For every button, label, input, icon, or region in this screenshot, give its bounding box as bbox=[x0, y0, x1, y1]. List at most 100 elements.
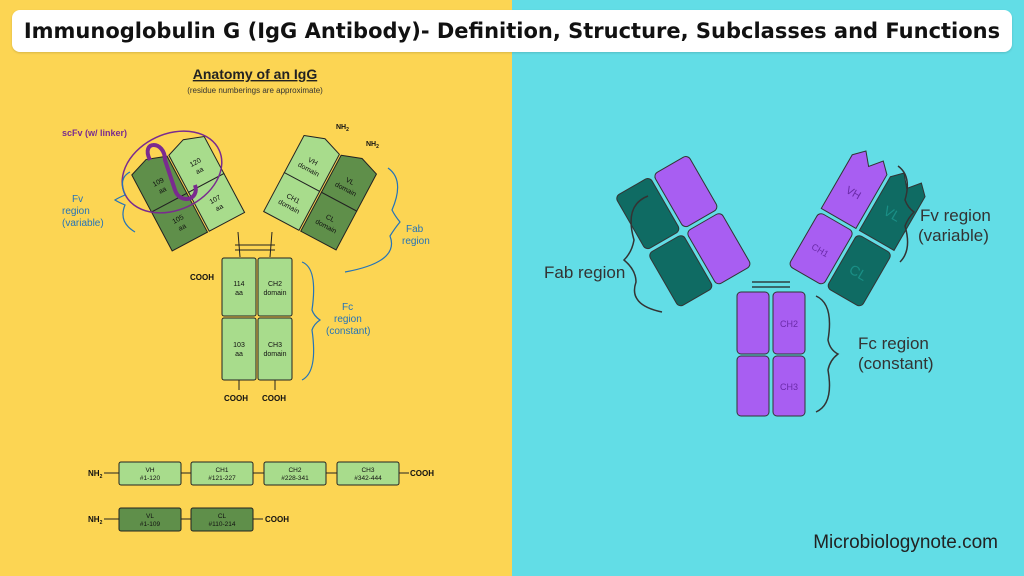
domain-cl-left bbox=[150, 192, 209, 252]
rd-ch2-left bbox=[736, 291, 770, 355]
heavy-nh2: NH2 bbox=[88, 469, 103, 480]
fc-brace bbox=[301, 261, 322, 381]
svg-text:VL#1-109: VL#1-109 bbox=[140, 513, 161, 528]
svg-text:CL#110-214: CL#110-214 bbox=[209, 513, 236, 528]
fc-label-1: Fc bbox=[342, 302, 353, 313]
rd-vl-label: VL bbox=[881, 202, 904, 225]
light-cl-name: CL bbox=[218, 513, 227, 520]
rd-right-vl bbox=[858, 172, 926, 252]
hinge-right bbox=[269, 231, 273, 258]
right-panel bbox=[512, 0, 1024, 576]
domain-ch2-right bbox=[257, 257, 293, 317]
cl-right-1: CL bbox=[324, 214, 335, 224]
right-diagram-left-arm bbox=[616, 156, 751, 307]
domain-cl-right bbox=[300, 191, 358, 251]
ch3-right-2: domain bbox=[264, 351, 287, 358]
fab-brace bbox=[344, 167, 401, 273]
svg-text:CH3#342-444: CH3#342-444 bbox=[354, 467, 382, 482]
fv-label-2: region bbox=[62, 206, 90, 217]
cooh-bottom-right: COOH bbox=[262, 394, 286, 403]
svg-text:Fv region(variable): Fv region(variable) bbox=[918, 206, 991, 245]
rd-ch3-label: CH3 bbox=[780, 382, 798, 392]
rd-left-cl bbox=[649, 235, 713, 307]
nh2-top-2: NH2 bbox=[366, 141, 379, 150]
fab-label-1: Fab bbox=[406, 224, 424, 235]
ch2-left-unit: aa bbox=[235, 290, 243, 297]
light-cl-range: #110-214 bbox=[209, 521, 236, 528]
ch2-right-2: domain bbox=[264, 290, 287, 297]
domain-vl-right bbox=[320, 154, 378, 212]
site-footer: Microbiologynote.com bbox=[813, 532, 998, 553]
rd-fv-label-1: Fv region bbox=[920, 206, 991, 225]
fv-brace bbox=[113, 171, 136, 233]
fv-label-3: (variable) bbox=[62, 218, 104, 229]
ch2-right-1: CH2 bbox=[268, 281, 282, 288]
rd-left-ch1 bbox=[687, 213, 751, 285]
page-title: Immunoglobulin G (IgG Antibody)- Definit… bbox=[23, 19, 1001, 43]
svg-text:105aa: 105aa bbox=[172, 214, 190, 234]
vl-left-unit: aa bbox=[158, 186, 168, 196]
svg-text:120aa: 120aa bbox=[189, 157, 207, 177]
svg-text:CH2#228-341: CH2#228-341 bbox=[281, 467, 309, 482]
vh-left-num: 120 bbox=[189, 157, 203, 169]
domain-ch3-right bbox=[257, 317, 293, 381]
rd-cl-label: CL bbox=[846, 261, 870, 284]
rd-fv-label-2: (variable) bbox=[918, 226, 989, 245]
domain-ch1-right bbox=[262, 171, 321, 231]
light-cooh: COOH bbox=[265, 515, 289, 524]
left-diagram-title: Anatomy of an IgG bbox=[193, 66, 318, 82]
domain-ch1-left bbox=[187, 172, 246, 232]
ch3-left-num: 103 bbox=[233, 342, 245, 349]
rd-right-cl bbox=[827, 235, 891, 307]
vh-left-unit: aa bbox=[195, 166, 205, 176]
light-nh2: NH2 bbox=[88, 515, 103, 526]
fv-label-1: Fv bbox=[72, 194, 83, 205]
ch1-left-num: 107 bbox=[209, 194, 223, 206]
cooh-bottom-left: COOH bbox=[224, 394, 248, 403]
heavy-ch2-range: #228-341 bbox=[281, 475, 309, 482]
svg-text:VH#1-120: VH#1-120 bbox=[140, 467, 161, 482]
rd-ch3-left bbox=[736, 355, 770, 417]
domain-ch2-left bbox=[221, 257, 257, 317]
rd-ch3-right bbox=[772, 355, 806, 417]
heavy-ch2-name: CH2 bbox=[288, 467, 301, 474]
vl-right-1: VL bbox=[344, 177, 355, 187]
rd-fc-label-1: Fc region bbox=[858, 334, 929, 353]
heavy-ch3-name: CH3 bbox=[361, 467, 374, 474]
fc-label-2: region bbox=[334, 314, 362, 325]
heavy-ch3-range: #342-444 bbox=[354, 475, 382, 482]
svg-text:Fc region(constant): Fc region(constant) bbox=[858, 334, 934, 373]
heavy-vh-name: VH bbox=[145, 467, 154, 474]
fc-label-3: (constant) bbox=[326, 326, 370, 337]
rd-fv-brace bbox=[897, 165, 916, 263]
svg-text:109aa: 109aa bbox=[152, 177, 170, 197]
rd-fab-brace bbox=[622, 195, 663, 313]
light-vl-name: VL bbox=[146, 513, 154, 520]
title-bar: Immunoglobulin G (IgG Antibody)- Definit… bbox=[12, 10, 1012, 52]
light-vl-range: #1-109 bbox=[140, 521, 161, 528]
ch2-left-num: 114 bbox=[233, 281, 244, 288]
heavy-ch1-name: CH1 bbox=[215, 467, 228, 474]
vh-right-1: VH bbox=[307, 157, 319, 168]
heavy-cooh: COOH bbox=[410, 469, 434, 478]
rd-ch2-label: CH2 bbox=[780, 319, 798, 329]
right-diagram-right-arm: VH CH1 VL CL bbox=[789, 150, 926, 307]
rd-fc-brace bbox=[815, 295, 840, 413]
left-arm: 109aa 105aa 120aa 107aa bbox=[131, 135, 246, 252]
cl-left-num: 105 bbox=[172, 214, 186, 226]
domain-vl-left bbox=[131, 155, 188, 213]
rd-right-ch1 bbox=[789, 213, 853, 285]
light-chain-bar: NH2 COOH VL#1-109 CL#110-214 bbox=[88, 507, 289, 532]
heavy-ch1-range: #121-227 bbox=[208, 475, 236, 482]
fab-label-2: region bbox=[402, 236, 430, 247]
vl-left-num: 109 bbox=[152, 177, 166, 189]
scfv-linker bbox=[145, 143, 198, 201]
rd-ch2-right bbox=[772, 291, 806, 355]
heavy-chain-bar: NH2 COOH VH#1-120 CH1#121-227 CH2#228-34… bbox=[88, 461, 434, 486]
